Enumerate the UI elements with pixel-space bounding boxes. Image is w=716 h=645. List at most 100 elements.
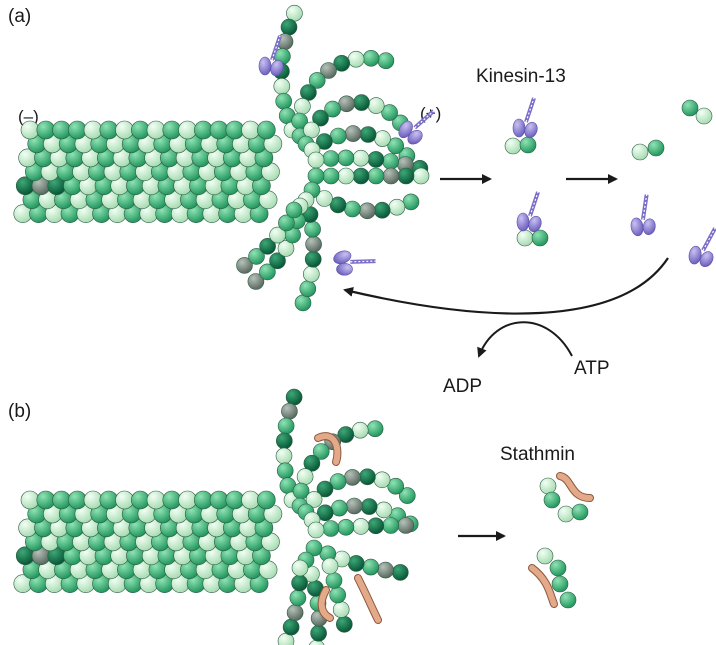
tubulin-subunit: [329, 586, 347, 604]
tubulin-subunit: [382, 167, 400, 185]
tubulin-subunit: [374, 130, 391, 147]
tubulin-subunit: [382, 153, 400, 170]
kinesin-13-motor-icon: [258, 35, 284, 77]
tubulin-subunit: [146, 490, 166, 510]
tubulin-subunit: [83, 490, 103, 510]
released-tubulin-and-kinesin: [504, 97, 716, 268]
tubulin-subunit: [337, 518, 355, 536]
tubulin-subunit: [543, 491, 561, 509]
kinesin-13-motor-icon: [688, 227, 716, 268]
tubulin-subunit: [358, 202, 376, 220]
tubulin-subunit: [321, 557, 339, 575]
tubulin-subunit: [324, 100, 341, 118]
stathmin-protein-icon: [355, 575, 381, 623]
tubulin-subunit: [277, 417, 295, 435]
tubulin-subunit: [338, 95, 355, 113]
tubulin-subunit: [539, 477, 557, 495]
tubulin-subunit: [359, 468, 376, 486]
tubulin-subunit: [194, 120, 213, 140]
tubulin-subunit: [551, 575, 569, 593]
minus-end-label: (–): [18, 107, 39, 126]
tubulin-subunit: [337, 167, 355, 185]
stathmin-protein-icon: [557, 473, 593, 501]
kinesin-13-label: Kinesin-13: [476, 66, 566, 87]
tubulin-subunit: [259, 263, 276, 281]
tubulin-subunit: [312, 109, 329, 127]
tubulin-subunit: [647, 139, 665, 157]
tubulin-subunit: [571, 503, 589, 521]
tubulin-subunit: [68, 490, 87, 510]
tubulin-subunit: [316, 504, 334, 522]
tubulin-subunit: [294, 98, 311, 115]
tubulin-subunit: [115, 120, 134, 140]
tubulin-subunit: [352, 518, 370, 535]
tubulin-subunit: [281, 402, 298, 420]
tubulin-subunit: [329, 127, 347, 145]
panel-b-label: (b): [8, 401, 31, 422]
tubulin-subunit: [131, 120, 150, 140]
tubulin-subunit: [20, 120, 40, 140]
tubulin-subunit: [391, 564, 409, 581]
tubulin-subunit: [377, 561, 394, 579]
kinesin-13-motor-icon: [333, 250, 376, 276]
kinesin-13-motor-icon: [398, 109, 435, 145]
tubulin-subunit: [549, 559, 567, 577]
tubulin-subunit: [316, 480, 334, 498]
tubulin-subunit: [310, 624, 327, 642]
tubulin-subunit: [299, 280, 317, 298]
tubulin-subunit: [559, 591, 577, 609]
tubulin-subunit: [291, 559, 309, 577]
tubulin-subunit: [402, 193, 420, 211]
tubulin-subunit: [366, 420, 384, 438]
tubulin-subunit: [377, 52, 395, 70]
tubulin-subunit: [351, 421, 369, 439]
tubulin-subunit: [280, 18, 298, 36]
tubulin-subunit: [146, 120, 166, 140]
tubulin-subunit: [332, 601, 350, 618]
tubulin-subunit: [236, 257, 253, 274]
tubulin-subunit: [178, 120, 197, 140]
tubulin-subunit: [344, 125, 362, 142]
tubulin-subunit: [345, 497, 363, 515]
tubulin-subunit: [312, 443, 330, 460]
tubulin-subunit: [329, 473, 347, 490]
tubulin-subunit: [412, 167, 430, 185]
tubulin-subunit: [316, 190, 333, 207]
tubulin-subunit: [308, 72, 326, 89]
tubulin-subunit: [344, 200, 361, 218]
tubulin-subunit: [248, 248, 265, 265]
kinesin-13-motor-icon: [630, 194, 656, 237]
tubulin-subunit: [382, 517, 400, 534]
tubulin-subunit: [305, 539, 323, 557]
tubulin-subunit: [367, 151, 385, 168]
tubulin-subunit: [256, 120, 276, 140]
tubulin-subunit: [307, 521, 325, 539]
tubulin-subunit: [269, 252, 286, 270]
tubulin-subunit: [99, 120, 119, 140]
tubulin-subunit: [335, 615, 353, 633]
tubulin-subunit: [333, 54, 351, 72]
kinesin-13-motor-icon: [512, 97, 538, 139]
panel-a-label: (a): [8, 6, 31, 27]
tubulin-subunit: [302, 265, 320, 283]
tubulin-subunit: [367, 167, 385, 185]
tubulin-subunit: [387, 477, 405, 495]
stathmin-protein-icon: [315, 433, 341, 465]
tubulin-subunit: [285, 201, 303, 219]
tubulin-subunit: [387, 137, 405, 155]
tubulin-subunit: [305, 235, 322, 253]
tubulin-subunit: [289, 589, 307, 607]
tubulin-subunit: [241, 120, 260, 140]
tubulin-subunit: [275, 447, 293, 465]
tubulin-subunit: [344, 469, 361, 486]
tubulin-subunit: [209, 120, 229, 140]
stathmin-label: Stathmin: [500, 444, 575, 465]
atp-hydrolysis-arrow: [477, 321, 573, 358]
adp-label: ADP: [443, 376, 482, 397]
tubulin-subunit: [536, 547, 554, 565]
tubulin-subunit: [225, 120, 245, 140]
tubulin-subunit: [519, 136, 537, 154]
tubulin-subunit: [367, 97, 385, 114]
microtubule-a: [13, 120, 283, 223]
tubulin-subunit: [162, 120, 182, 140]
